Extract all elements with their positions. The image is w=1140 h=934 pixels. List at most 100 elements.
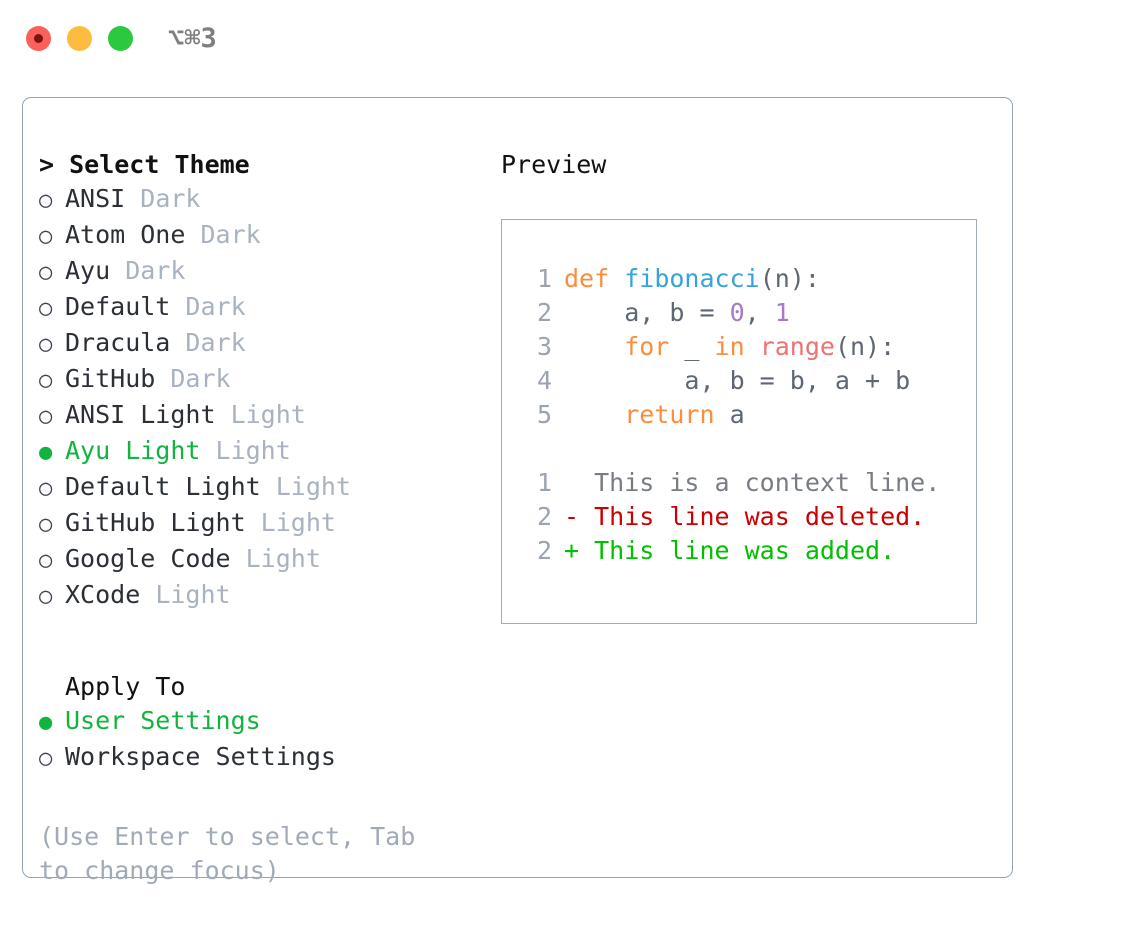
theme-option[interactable]: ○ Dracula Dark [39, 326, 479, 362]
theme-option[interactable]: ○ ANSI Dark [39, 182, 479, 218]
line-number: 3 [536, 332, 552, 361]
apply-to-list[interactable]: ●User Settings ○ Workspace Settings [39, 704, 479, 776]
theme-option-label: GitHub [65, 364, 156, 393]
code-text: a, b = 0, 1 [564, 296, 790, 330]
preview-spacer [518, 432, 976, 466]
line-number: 2 [536, 502, 552, 531]
diff-text: This is a context line. [564, 468, 941, 497]
theme-option-variant: Dark [125, 184, 201, 213]
theme-option[interactable]: ○ Atom One Dark [39, 218, 479, 254]
radio-unselected-icon: ○ [39, 404, 53, 429]
apply-to-section: Apply To ●User Settings ○ Workspace Settin… [39, 670, 479, 776]
radio-unselected-icon: ○ [39, 746, 53, 771]
preview-title: Preview [501, 150, 607, 179]
theme-option-variant: Light [140, 580, 231, 609]
line-number: 1 [536, 468, 552, 497]
theme-option[interactable]: ● Ayu Light Light [39, 434, 479, 470]
theme-option-variant: Dark [110, 256, 186, 285]
apply-to-option[interactable]: ○ Workspace Settings [39, 740, 479, 776]
code-token: (n): [834, 332, 896, 361]
code-token: (n): [759, 264, 820, 293]
code-token: a, b = [564, 298, 730, 327]
theme-option[interactable]: ○GitHub Dark [39, 362, 479, 398]
theme-option-variant: Light [245, 508, 336, 537]
radio-unselected-icon: ○ [39, 296, 53, 321]
line-number: 5 [536, 400, 552, 429]
apply-to-option[interactable]: ●User Settings [39, 704, 479, 740]
theme-option-label: Dracula [65, 328, 171, 357]
theme-option-variant: Light [215, 400, 306, 429]
radio-unselected-icon: ○ [39, 332, 53, 357]
theme-option-variant: Dark [170, 328, 246, 357]
theme-option[interactable]: ○GitHub Light Light [39, 506, 479, 542]
window-controls [26, 26, 133, 51]
line-number: 2 [536, 536, 552, 565]
theme-option-label: GitHub Light [65, 508, 246, 537]
code-line: 3 for _ in range(n): [518, 330, 976, 364]
code-line: 2 a, b = 0, 1 [518, 296, 976, 330]
diff-text: - This line was deleted. [564, 502, 926, 531]
code-token: def [564, 264, 625, 293]
main-panel: > Select Theme ○ANSI Dark○Atom One Dark○… [22, 97, 1013, 885]
code-line: 5 return a [518, 398, 976, 432]
code-token: a, b = b, a + b [564, 366, 911, 395]
diff-line: 2 - This line was deleted. [518, 500, 976, 534]
code-token: fibonacci [624, 264, 760, 293]
theme-option[interactable]: ○Default Dark [39, 290, 479, 326]
close-button[interactable] [26, 26, 51, 51]
theme-option-variant: Dark [185, 220, 261, 249]
code-line: 4 a, b = b, a + b [518, 364, 976, 398]
code-line: 1 def fibonacci(n): [518, 262, 976, 296]
code-token: range [759, 332, 835, 361]
code-token: return [564, 400, 730, 429]
theme-option-variant: Dark [170, 292, 246, 321]
theme-option[interactable]: ○ XCode Light [39, 578, 479, 614]
title-bar: ⌥⌘3 [0, 0, 1140, 80]
apply-to-option-label: User Settings [65, 706, 261, 735]
radio-unselected-icon: ○ [39, 188, 53, 213]
minimize-button[interactable] [67, 26, 92, 51]
code-text: return a [564, 398, 745, 432]
theme-option[interactable]: ○Google Code Light [39, 542, 479, 578]
radio-unselected-icon: ○ [39, 584, 53, 609]
radio-selected-icon: ● [39, 440, 53, 465]
theme-option-label: XCode [65, 580, 141, 609]
code-text: for _ in range(n): [564, 330, 895, 364]
line-number: 1 [536, 264, 552, 293]
maximize-button[interactable] [108, 26, 133, 51]
code-token: , [744, 298, 775, 327]
code-token: 1 [774, 298, 790, 327]
window-title: ⌥⌘3 [168, 23, 217, 54]
radio-unselected-icon: ○ [39, 476, 53, 501]
radio-unselected-icon: ○ [39, 548, 53, 573]
apply-to-option-label: Workspace Settings [65, 742, 336, 771]
theme-option[interactable]: ○Default Light Light [39, 470, 479, 506]
theme-option-label: Atom One [65, 220, 186, 249]
code-token: 0 [729, 298, 745, 327]
keyboard-hint: (Use Enter to select, Tab to change focu… [39, 822, 416, 885]
code-token: a [729, 400, 745, 429]
theme-list[interactable]: ○ANSI Dark○Atom One Dark○Ayu Dark○Defaul… [39, 182, 479, 614]
theme-option-label: Default Light [65, 472, 261, 501]
theme-option-label: Ayu Light [65, 436, 201, 465]
code-text: a, b = b, a + b [564, 364, 910, 398]
theme-option-label: ANSI Light [65, 400, 216, 429]
theme-option[interactable]: ○ ANSI Light Light [39, 398, 479, 434]
theme-option-variant: Light [200, 436, 291, 465]
theme-option-label: Ayu [65, 256, 111, 285]
apply-to-header: Apply To [65, 672, 186, 701]
code-token: for [564, 332, 685, 361]
theme-option[interactable]: ○Ayu Dark [39, 254, 479, 290]
theme-selector-pane: > Select Theme ○ANSI Dark○Atom One Dark○… [39, 148, 479, 888]
select-theme-header: > Select Theme [39, 150, 250, 179]
radio-unselected-icon: ○ [39, 224, 53, 249]
theme-option-label: ANSI [65, 184, 126, 213]
diff-line: 2 + This line was added. [518, 534, 976, 568]
code-token: in [714, 332, 760, 361]
diff-text: + This line was added. [564, 536, 896, 565]
code-text: def fibonacci(n): [564, 262, 820, 296]
line-number: 2 [536, 298, 552, 327]
